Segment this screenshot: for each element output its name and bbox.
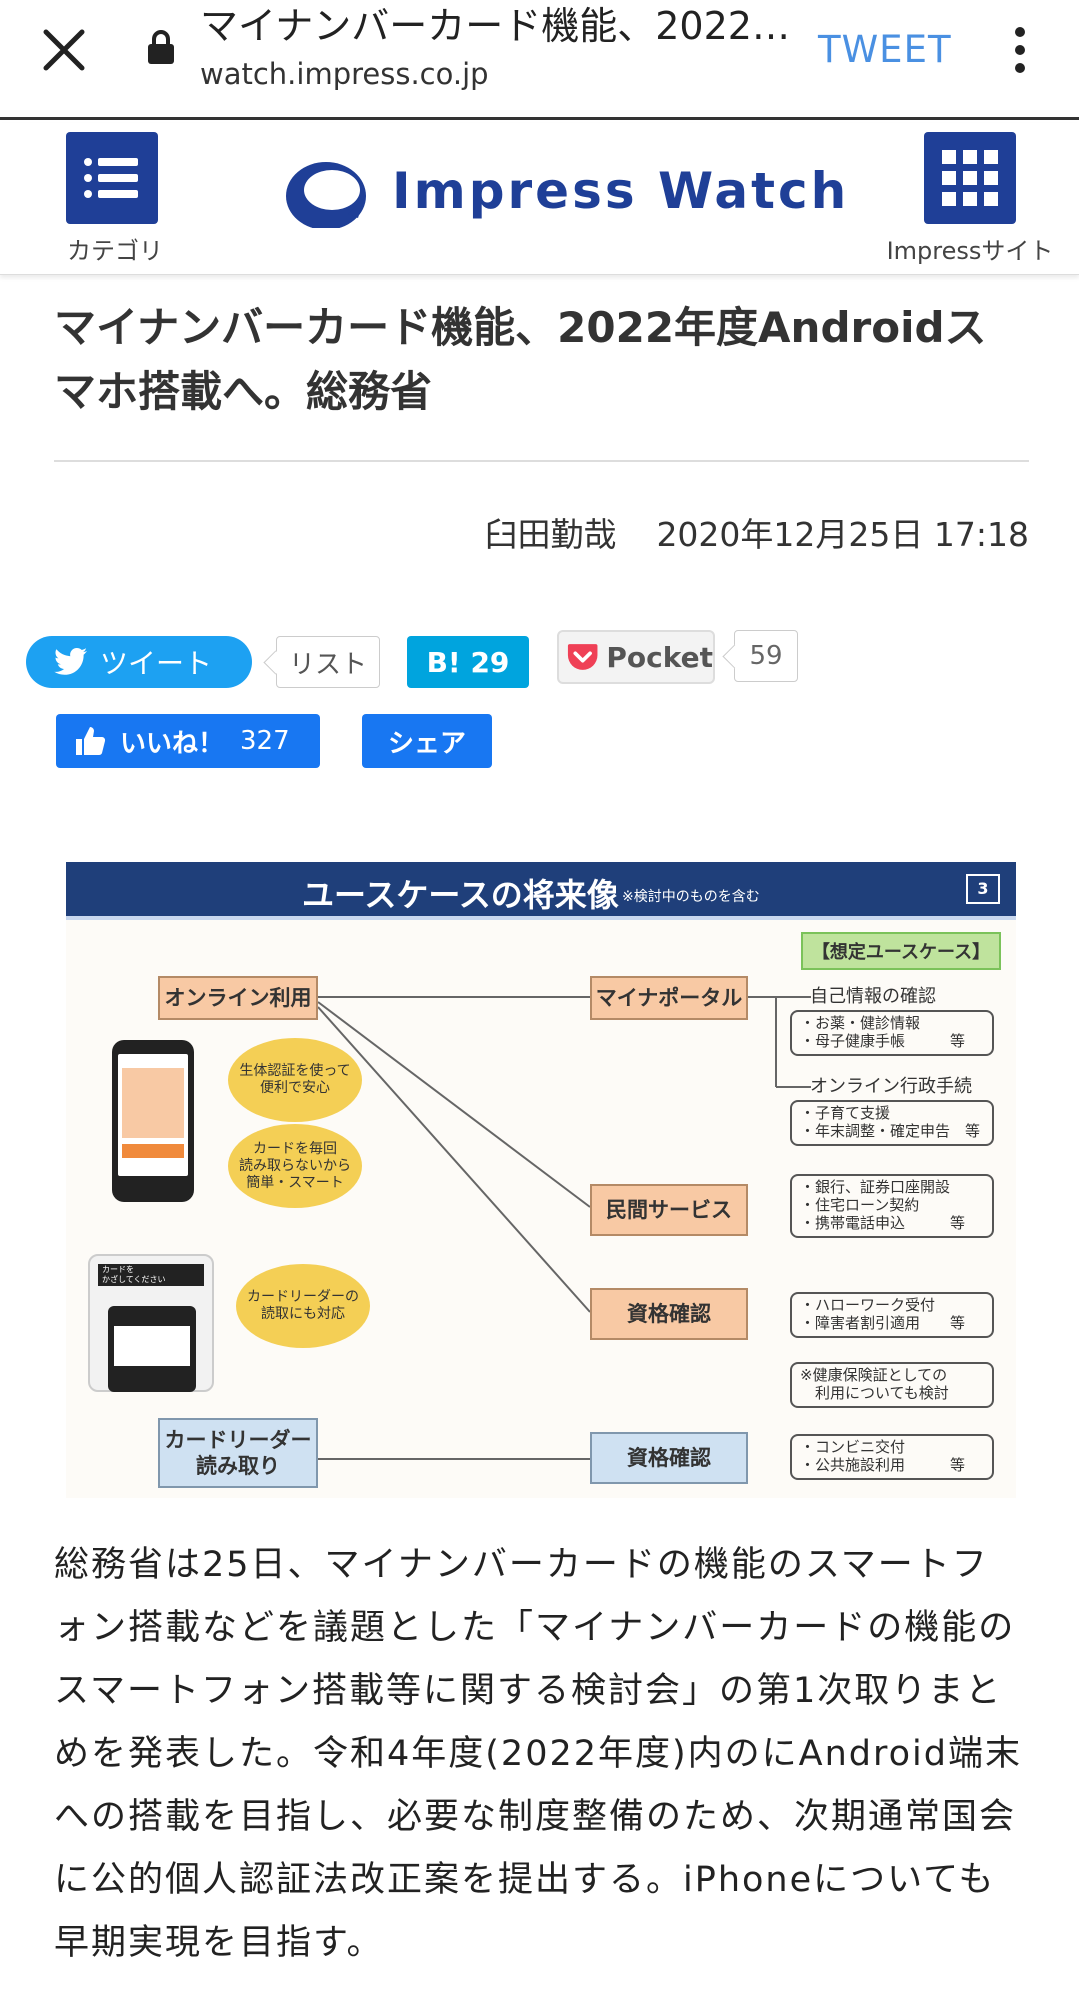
- private-service-items: ・銀行、証券口座開設 ・住宅ローン契約 ・携帯電話申込 等: [800, 1178, 966, 1232]
- author: 臼田勤哉: [484, 515, 617, 554]
- tweet-button[interactable]: TWEET: [818, 28, 952, 71]
- category-label: カテゴリ: [67, 237, 163, 265]
- online-usage-box: オンライン利用: [158, 976, 318, 1020]
- self-info-heading: 自己情報の確認: [810, 986, 936, 1007]
- impress-sites-button[interactable]: [924, 132, 1016, 224]
- tweet-label: ツイート: [100, 647, 213, 680]
- speech-bubble: カードリーダーの 読取にも対応: [236, 1264, 370, 1348]
- reader-screen-text: カードを かざしてください: [98, 1264, 204, 1286]
- mynaportal-box: マイナポータル: [590, 976, 748, 1020]
- hatena-bookmark-button[interactable]: B! 29: [407, 636, 529, 688]
- speech-bubble: カードを毎回 読み取らないから 簡単・スマート: [228, 1124, 362, 1208]
- figure-header: [66, 862, 1016, 920]
- bracket: [790, 1174, 994, 1238]
- self-info-items: ・お薬・健診情報 ・母子健康手帳 等: [800, 1014, 966, 1050]
- impress-sites-label: Impressサイト: [886, 237, 1054, 265]
- smartphone-illustration: [112, 1040, 194, 1202]
- page-title: マイナンバーカード機能、2022年度Androidスマホ搭載へ。総務省: [200, 4, 800, 48]
- pocket-label: Pocket: [606, 640, 713, 674]
- figure-title: ユースケースの将来像: [302, 876, 619, 914]
- browser-toolbar: マイナンバーカード機能、2022年度Androidスマホ搭載へ。総務省 watc…: [0, 0, 1079, 120]
- pocket-count: 59: [734, 630, 798, 682]
- speech-bubble: 生体認証を使って 便利で安心: [228, 1038, 362, 1122]
- usecase-tag: 【想定ユースケース】: [801, 932, 1001, 970]
- connector-lines: [317, 996, 811, 1460]
- more-options-icon[interactable]: [1008, 22, 1032, 78]
- twitter-list-count[interactable]: リスト: [276, 636, 380, 688]
- close-icon[interactable]: [36, 22, 92, 78]
- qualification-items: ・ハローワーク受付 ・障害者割引適用 等: [800, 1296, 966, 1332]
- pocket-button[interactable]: Pocket: [557, 630, 715, 684]
- bracket: [790, 1434, 994, 1480]
- bracket: [790, 1100, 994, 1146]
- private-service-box: 民間サービス: [590, 1184, 748, 1236]
- logo-text: Impress Watch: [392, 162, 850, 220]
- divider: [54, 460, 1029, 462]
- figure-note: ※検討中のものを含む: [622, 889, 760, 905]
- bracket: [790, 1010, 994, 1056]
- insurance-note: ※健康保険証としての 利用についても検討: [800, 1366, 949, 1402]
- bracket: [790, 1362, 994, 1408]
- card-reader-box: カードリーダー 読み取り: [158, 1418, 318, 1488]
- like-count: 327: [240, 726, 290, 756]
- card-reader-items: ・コンビニ交付 ・公共施設利用 等: [800, 1438, 966, 1474]
- site-header: カテゴリ Impress Watch Impressサイト: [0, 123, 1079, 275]
- byline: 臼田勤哉 2020年12月25日 17:18: [484, 508, 1029, 556]
- figure-page-number: 3: [966, 874, 1000, 904]
- facebook-share-button[interactable]: シェア: [362, 714, 492, 768]
- twitter-bird-icon: [54, 648, 87, 675]
- online-admin-items: ・子育て支援 ・年末調整・確定申告 等: [800, 1104, 981, 1140]
- list-icon: [84, 158, 138, 198]
- lock-icon: [146, 30, 176, 64]
- card-reader-illustration: カードを かざしてください: [88, 1254, 214, 1392]
- article-body: 総務省は25日、マイナンバーカードの機能のスマートフォン搭載などを議題とした「マ…: [54, 1545, 1022, 1963]
- grid-icon: [942, 150, 998, 206]
- qualification-check-box-1: 資格確認: [590, 1288, 748, 1340]
- twitter-tweet-button[interactable]: ツイート: [26, 636, 252, 688]
- impress-watch-logo[interactable]: Impress Watch: [284, 158, 846, 230]
- qualification-check-box-2: 資格確認: [590, 1432, 748, 1484]
- online-admin-heading: オンライン行政手続: [810, 1076, 972, 1097]
- article-headline: マイナンバーカード機能、2022年度Androidスマホ搭載へ。総務省: [54, 303, 987, 416]
- page-url[interactable]: watch.impress.co.jp: [200, 57, 489, 91]
- category-menu-button[interactable]: [66, 132, 158, 224]
- thumbs-up-icon: [76, 727, 106, 755]
- like-label: いいね！: [120, 728, 225, 759]
- facebook-like-button[interactable]: いいね！ 327: [56, 714, 320, 768]
- publish-datetime: 2020年12月25日 17:18: [656, 515, 1029, 554]
- bracket: [790, 1292, 994, 1338]
- usecase-figure: ユースケースの将来像 ※検討中のものを含む 3 【想定ユースケース】 オンライン…: [66, 862, 1016, 1498]
- pocket-icon: [567, 644, 598, 670]
